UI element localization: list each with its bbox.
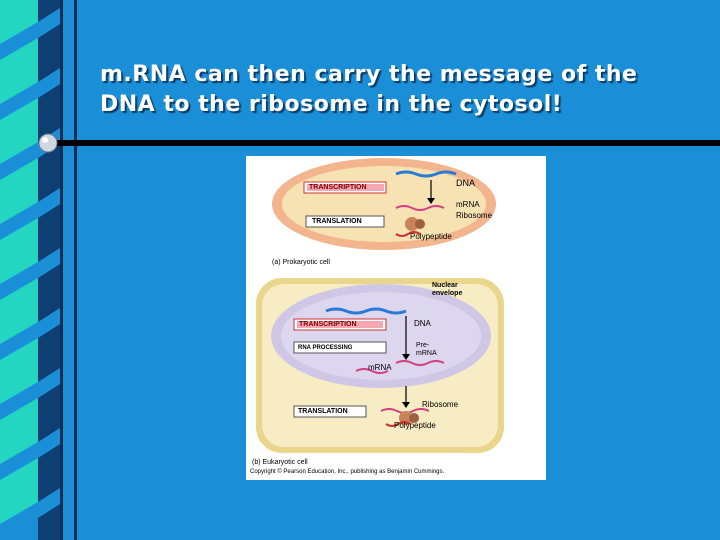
- label-ribosome-eukaryote: Ribosome: [422, 400, 458, 409]
- label-mrna-prokaryote: mRNA: [456, 200, 480, 209]
- title-line-2: DNA to the ribosome in the cytosol!: [100, 90, 700, 120]
- label-premrna-line2: mRNA: [416, 350, 437, 357]
- label-transcription-prokaryote: TRANSCRIPTION: [309, 184, 367, 191]
- title-rule: [44, 140, 720, 146]
- label-polypeptide-eukaryote: Polypeptide: [394, 421, 436, 430]
- transcription-translation-figure: TRANSCRIPTION TRANSLATION DNA mRNA Ribos…: [246, 156, 546, 480]
- label-nuclear-line1: Nuclear: [432, 282, 458, 289]
- label-premrna-line1: Pre-: [416, 342, 429, 349]
- caption-prokaryotic: (a) Prokaryotic cell: [272, 259, 330, 266]
- label-rna-processing: RNA PROCESSING: [298, 345, 352, 351]
- label-nuclear-line2: envelope: [432, 290, 462, 297]
- caption-eukaryotic: (b) Eukaryotic cell: [252, 459, 308, 466]
- label-ribosome-prokaryote: Ribosome: [456, 211, 492, 220]
- label-translation-eukaryote: TRANSLATION: [298, 408, 348, 415]
- label-polypeptide-prokaryote: Polypeptide: [410, 232, 452, 241]
- figure-drawing: [246, 156, 546, 480]
- rule-knob: [39, 134, 57, 152]
- copyright-notice: Copyright © Pearson Education, Inc., pub…: [250, 469, 444, 475]
- label-translation-prokaryote: TRANSLATION: [312, 218, 362, 225]
- title-line-1: m.RNA can then carry the message of the: [100, 60, 700, 90]
- slide-title: m.RNA can then carry the message of the …: [100, 60, 700, 120]
- label-dna-eukaryote: DNA: [414, 319, 431, 328]
- label-mrna-eukaryote: mRNA: [368, 363, 392, 372]
- label-dna-prokaryote: DNA: [456, 178, 475, 188]
- label-transcription-eukaryote: TRANSCRIPTION: [299, 321, 357, 328]
